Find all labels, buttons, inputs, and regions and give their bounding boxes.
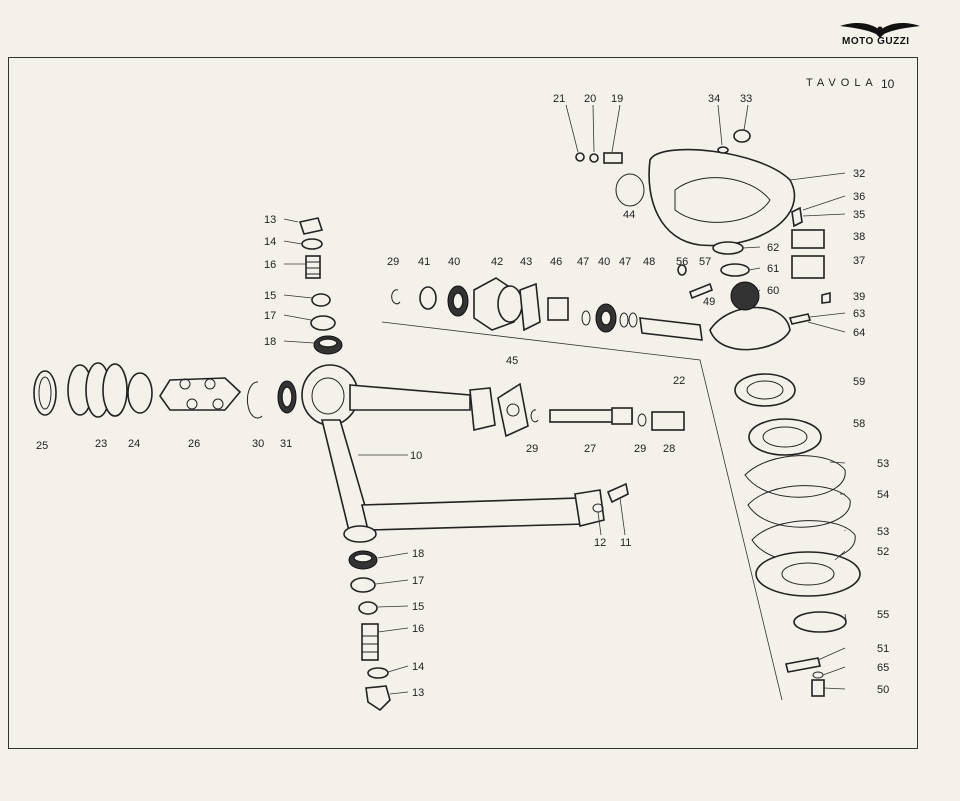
label-19: 19 [611,93,623,105]
moto-guzzi-eagle-logo [840,23,920,38]
label-16-upper: 16 [264,259,276,271]
label-32: 32 [853,168,865,180]
label-55: 55 [877,609,889,621]
label-39: 39 [853,291,865,303]
plate-frame [8,57,918,749]
label-59: 59 [853,376,865,388]
label-47-left: 47 [577,256,589,268]
label-41: 41 [418,256,430,268]
label-13-lower: 13 [412,687,424,699]
label-57: 57 [699,256,711,268]
label-26: 26 [188,438,200,450]
lower-pivot-stack [348,550,391,712]
label-13-upper: 13 [264,214,276,226]
label-15-upper: 15 [264,290,276,302]
label-28: 28 [663,443,675,455]
label-24: 24 [128,438,140,450]
label-30: 30 [252,438,264,450]
label-56: 56 [676,256,688,268]
label-29-middle: 29 [526,443,538,455]
label-49: 49 [703,296,715,308]
leader-lines [283,104,847,695]
label-29-right: 29 [634,443,646,455]
label-40-right: 40 [598,256,610,268]
drive-shaft-group [497,382,685,513]
label-18-upper: 18 [264,336,276,348]
label-53-upper: 53 [877,458,889,470]
bearing-row [391,277,791,351]
label-63: 63 [853,308,865,320]
label-29-upper: 29 [387,256,399,268]
label-46: 46 [550,256,562,268]
label-27: 27 [584,443,596,455]
label-43: 43 [520,256,532,268]
label-48: 48 [643,256,655,268]
label-60: 60 [767,285,779,297]
label-15-lower: 15 [412,601,424,613]
upper-pivot-stack [298,217,343,355]
label-51: 51 [877,643,889,655]
label-11: 11 [620,537,631,549]
label-38: 38 [853,231,865,243]
label-50: 50 [877,684,889,696]
label-17-upper: 17 [264,310,276,322]
label-37: 37 [853,255,865,267]
label-40-left: 40 [448,256,460,268]
label-14-lower: 14 [412,661,424,673]
label-12: 12 [594,537,606,549]
label-14-upper: 14 [264,236,276,248]
label-54: 54 [877,489,889,501]
label-36: 36 [853,191,865,203]
plate-number: 10 [881,77,895,91]
label-44: 44 [623,209,635,221]
label-58: 58 [853,418,865,430]
label-17-lower: 17 [412,575,424,587]
label-10: 10 [410,450,422,462]
label-45: 45 [506,355,518,367]
label-25: 25 [36,440,48,452]
brand-logo-text: MOTO GUZZI [842,36,910,47]
label-52: 52 [877,546,889,558]
label-31: 31 [280,438,292,450]
label-22: 22 [673,375,685,387]
final-drive-cover-stack [734,373,861,697]
assembly-axis-line [381,321,783,701]
label-21: 21 [553,93,565,105]
universal-joint-group [33,362,297,419]
label-35: 35 [853,209,865,221]
label-47-right: 47 [619,256,631,268]
part-number-labels: 13 14 16 15 17 18 25 23 24 26 30 31 10 2… [36,93,889,699]
label-33: 33 [740,93,752,105]
label-65: 65 [877,662,889,674]
label-23: 23 [95,438,107,450]
bevel-housing [575,129,831,325]
label-16-lower: 16 [412,623,424,635]
swing-arm [301,364,605,543]
label-62: 62 [767,242,779,254]
label-53-lower: 53 [877,526,889,538]
label-18-lower: 18 [412,548,424,560]
label-34: 34 [708,93,720,105]
label-64: 64 [853,327,865,339]
label-42: 42 [491,256,503,268]
plate-title: TAVOLA [806,77,878,89]
label-20: 20 [584,93,596,105]
label-61: 61 [767,263,779,275]
